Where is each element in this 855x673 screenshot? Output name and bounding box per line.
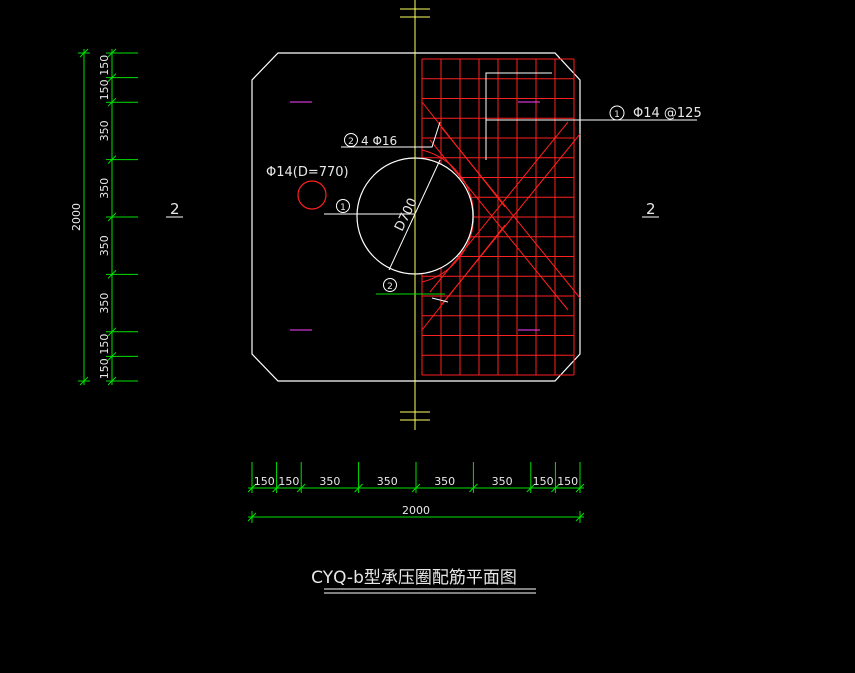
dim-tick — [551, 483, 560, 493]
dim-tick — [247, 512, 257, 522]
dim-tick — [526, 483, 536, 493]
dim-value: 350 — [492, 475, 513, 488]
dim-tick — [247, 483, 257, 493]
dim-value: 150 — [533, 475, 554, 488]
dim-value: 350 — [434, 475, 455, 488]
rebar-diagonal — [421, 101, 506, 208]
slab-outline — [251, 52, 581, 382]
rebar-mesh — [421, 58, 581, 376]
dim-tick — [79, 48, 89, 58]
dim-value: 150 — [98, 358, 111, 379]
lower-mark-number: 2 — [387, 282, 393, 292]
dim-value: 150 — [278, 475, 299, 488]
dim-tick — [107, 376, 117, 386]
mesh-mark-circle — [609, 105, 625, 121]
dim-value: 350 — [319, 475, 340, 488]
dim-tick — [575, 512, 585, 522]
dim-tick — [107, 352, 117, 361]
dim-value: 350 — [98, 178, 111, 199]
dim-tick — [79, 376, 89, 386]
dim-value: 150 — [98, 334, 111, 355]
dim-tick — [107, 73, 117, 82]
dim-value: 150 — [557, 475, 578, 488]
dim-value: 350 — [98, 120, 111, 141]
drawing-title: CYQ-b型承压圈配筋平面图 — [311, 568, 517, 588]
center-mark-number: 1 — [340, 203, 346, 213]
rebar-diagonal — [429, 121, 569, 293]
ring-mark-number: 2 — [348, 137, 354, 147]
ring-mark-circle — [344, 133, 358, 147]
dim-tick — [272, 483, 281, 493]
dim-tick — [107, 212, 117, 222]
ring-callout: 4 Φ16 — [361, 134, 397, 148]
dim-tick — [107, 97, 117, 107]
dim-value: 150 — [98, 79, 111, 100]
dim-tick — [575, 483, 585, 493]
mesh-leader — [485, 72, 552, 160]
dim-value: 350 — [98, 293, 111, 314]
dim-value: 350 — [98, 235, 111, 256]
dim-value: 150 — [98, 55, 111, 76]
dim-tick — [296, 483, 306, 493]
dim-value: 150 — [254, 475, 275, 488]
dim-tick — [469, 483, 478, 493]
ring-leader — [341, 121, 441, 148]
center-mark-circle — [336, 199, 350, 213]
section-mark-left: 2 — [170, 200, 180, 218]
hoop-symbol — [297, 180, 327, 210]
lower-tick — [431, 297, 449, 303]
dim-total: 2000 — [402, 504, 430, 517]
dim-tick — [107, 270, 117, 279]
dim-value: 350 — [377, 475, 398, 488]
mesh-callout: Φ14 @125 — [633, 106, 702, 121]
dim-tick — [411, 483, 421, 493]
mesh-mark-number: 1 — [614, 110, 620, 120]
dim-tick — [354, 483, 363, 493]
dim-total: 2000 — [70, 203, 83, 231]
dim-tick — [107, 155, 117, 164]
lower-mark-circle — [383, 278, 397, 292]
left-dimension-chain: 150 150 350 350 350 350 150 150 2000 — [70, 48, 138, 386]
section-mark-right: 2 — [646, 200, 656, 218]
rebar-diagonal — [429, 139, 569, 311]
dim-tick — [107, 48, 117, 58]
dim-tick — [107, 327, 117, 337]
hoop-callout: Φ14(D=770) — [266, 165, 349, 180]
rebar-diagonal — [421, 224, 506, 331]
